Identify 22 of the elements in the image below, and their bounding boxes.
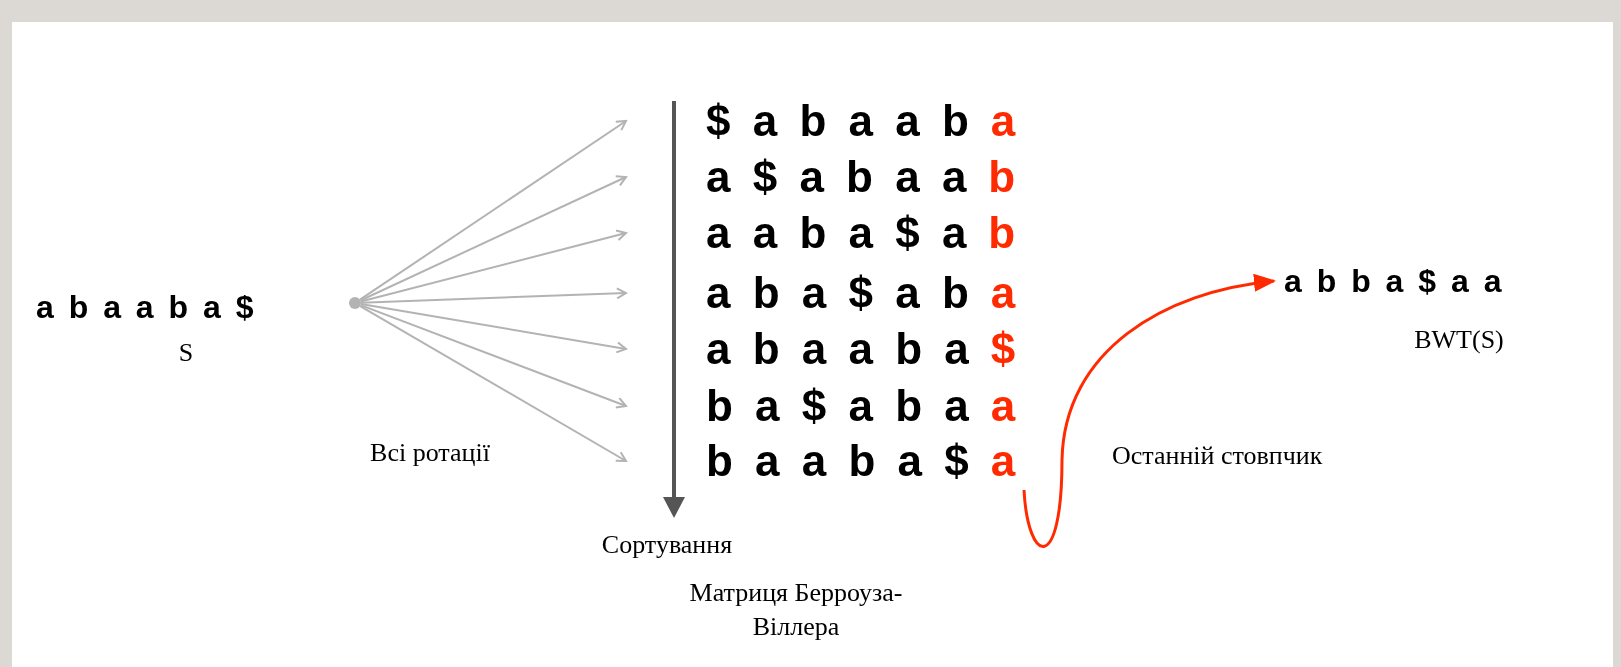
string-text: a b b a $ a a [1284,256,1584,306]
label-text: Всі ротації [369,437,491,469]
arrow [1022,274,1276,548]
matrix-row: b a a b a $ a [706,434,1046,488]
arrow [359,305,627,462]
caption-text: S [177,337,195,369]
matrix-row: b a $ a b a a [706,379,1046,433]
arrow [359,303,627,354]
matrix-row: a b a $ a b a [706,266,1046,320]
arrow [359,120,627,301]
arrow [359,304,627,409]
matrix-row: $ a b a a b a [706,94,1046,148]
caption-text: BWT(S) [1413,324,1505,356]
matrix-row: a b a a b a $ [706,322,1046,376]
arrow [359,175,627,302]
matrix-row: a a b a $ a b [706,206,1046,260]
matrix-row: a $ a b a a b [706,150,1046,204]
label-text: Матриця Берроуза-Віллера [688,577,904,643]
label-text: Сортування [600,529,734,561]
string-text: a b a a b a $ [36,282,336,332]
arrow [359,229,627,303]
arrow [360,287,627,304]
